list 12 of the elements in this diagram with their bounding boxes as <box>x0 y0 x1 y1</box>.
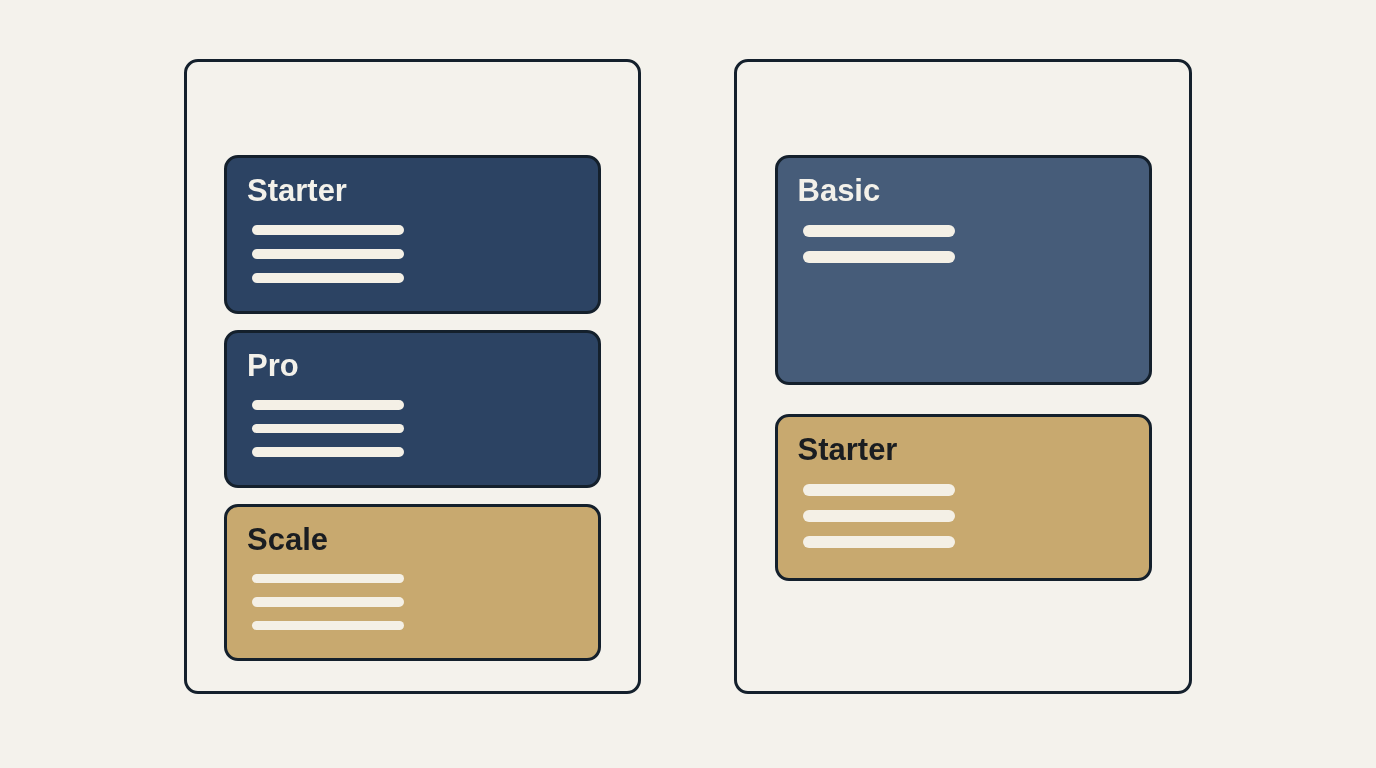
plan-card <box>224 504 601 661</box>
plan-name: Pro <box>247 347 299 385</box>
plan-name: Basic <box>797 172 881 210</box>
plan-card <box>224 155 601 314</box>
plan-name: Starter <box>797 431 898 469</box>
comparison-panel <box>734 59 1192 694</box>
plan-name: Starter <box>247 172 347 210</box>
plan-card <box>224 330 601 488</box>
comparison-panel <box>184 59 641 694</box>
plan-card <box>774 414 1152 581</box>
plan-name: Scale <box>247 521 328 559</box>
plan-card <box>774 155 1152 385</box>
